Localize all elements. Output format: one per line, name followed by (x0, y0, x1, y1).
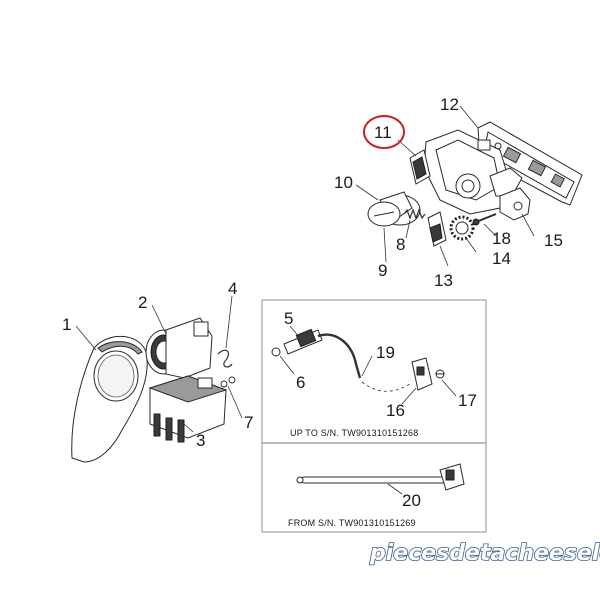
callout-11: 11 (374, 123, 392, 142)
lower-panel (261, 442, 487, 533)
part-13-slider (427, 211, 447, 247)
callout-20: 20 (402, 491, 421, 510)
leader-lines (75, 105, 535, 495)
callout-4: 4 (228, 279, 237, 298)
callout-17: 17 (458, 391, 477, 410)
callout-12: 12 (440, 95, 459, 114)
upper-panel-caption: UP TO S/N. TW901310151268 (290, 428, 418, 438)
lower-panel-border (261, 442, 487, 533)
callout-7: 7 (244, 413, 253, 432)
callout-5: 5 (284, 309, 293, 328)
part-5-connector (271, 328, 362, 379)
part-16-bracket (411, 357, 433, 391)
main-housing (423, 129, 523, 215)
part-18-screw (472, 213, 497, 226)
highlight-ring (363, 115, 405, 149)
callout-3: 3 (196, 431, 205, 450)
part-15-lever (499, 187, 531, 221)
part-4-clip (217, 349, 233, 368)
callout-16: 16 (386, 401, 405, 420)
part-14-gear (449, 215, 475, 241)
upper-panel (261, 299, 487, 444)
callout-6: 6 (296, 373, 305, 392)
part-2-motor-cap (145, 317, 213, 379)
part-11-switch (409, 149, 431, 185)
top-assembly (367, 121, 583, 247)
callout-8: 8 (396, 235, 405, 254)
watermark: piecesdetacheeselec.com (369, 541, 600, 566)
part-7-rings (220, 376, 236, 388)
callout-9: 9 (378, 261, 387, 280)
part-3-motor-block (148, 375, 228, 443)
callout-10: 10 (334, 173, 353, 192)
part-10-knob (367, 191, 421, 227)
part-12-strip (477, 121, 583, 206)
callout-numbers: 1 2 3 4 5 6 7 8 9 10 11 12 13 14 15 16 1… (62, 95, 563, 510)
part-1-shell (71, 335, 148, 463)
lower-panel-caption: FROM S/N. TW901310151269 (288, 518, 416, 528)
part-8-spring (403, 208, 426, 220)
callout-2: 2 (138, 293, 147, 312)
callout-19: 19 (376, 343, 395, 362)
upper-panel-border (261, 299, 487, 444)
callout-18: 18 (492, 229, 511, 248)
callout-14: 14 (492, 249, 511, 268)
part-20-rod (296, 463, 465, 491)
callout-1: 1 (62, 315, 71, 334)
left-assembly (71, 317, 236, 463)
callout-13: 13 (434, 271, 453, 290)
part-17-screw (435, 369, 445, 379)
callout-15: 15 (544, 231, 563, 250)
